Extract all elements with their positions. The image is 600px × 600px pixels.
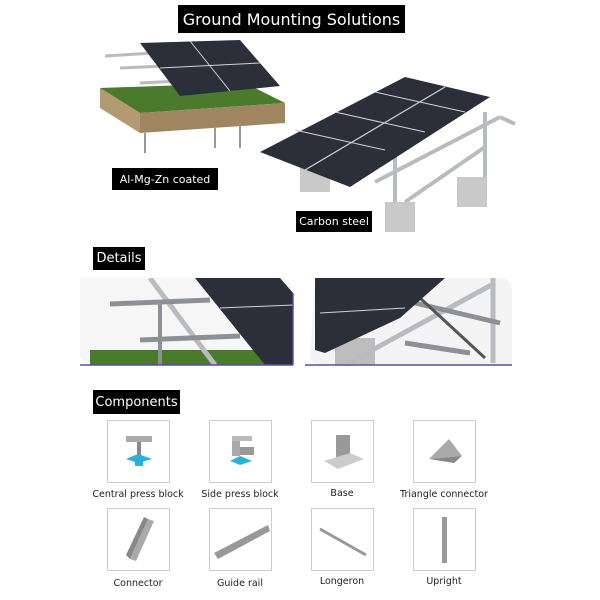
details-heading: Details bbox=[93, 247, 145, 270]
component-tile-upright bbox=[413, 508, 476, 571]
component-label: Upright bbox=[426, 576, 462, 587]
component-label: Triangle connector bbox=[400, 489, 488, 500]
component-tile-central-press-block bbox=[107, 420, 170, 483]
triangle-connector-icon bbox=[429, 439, 462, 463]
page-title: Ground Mounting Solutions bbox=[178, 5, 405, 33]
side-press-block-icon bbox=[230, 436, 254, 465]
central-press-block-icon bbox=[126, 436, 152, 466]
component-tile-side-press-block bbox=[209, 420, 272, 483]
component-tile-longeron bbox=[311, 508, 374, 571]
detail-image-pile-frame bbox=[80, 278, 294, 366]
material-label: Carbon steel bbox=[296, 211, 372, 232]
component-label: Longeron bbox=[319, 576, 365, 587]
ballast-mount-illustration bbox=[260, 77, 516, 232]
connector-icon bbox=[126, 517, 154, 561]
component-label: Side press block bbox=[201, 489, 279, 500]
component-label: Base bbox=[330, 488, 354, 499]
detail-image-ballast-frame bbox=[305, 278, 512, 366]
component-tile-base bbox=[311, 420, 374, 483]
base-icon bbox=[324, 435, 364, 469]
longeron-icon bbox=[319, 527, 367, 557]
component-tile-connector bbox=[107, 508, 170, 571]
component-label: Guide rail bbox=[217, 578, 263, 589]
guide-rail-icon bbox=[214, 525, 270, 559]
component-label: Connector bbox=[113, 578, 163, 589]
component-label: Central press block bbox=[92, 489, 184, 500]
component-tile-guide-rail bbox=[209, 508, 272, 571]
coating-label: Al-Mg-Zn coated bbox=[112, 168, 218, 190]
component-tile-triangle-connector bbox=[413, 420, 476, 483]
components-heading: Components bbox=[93, 390, 180, 414]
upright-icon bbox=[442, 517, 447, 563]
ground-pile-mount-illustration bbox=[100, 40, 285, 153]
